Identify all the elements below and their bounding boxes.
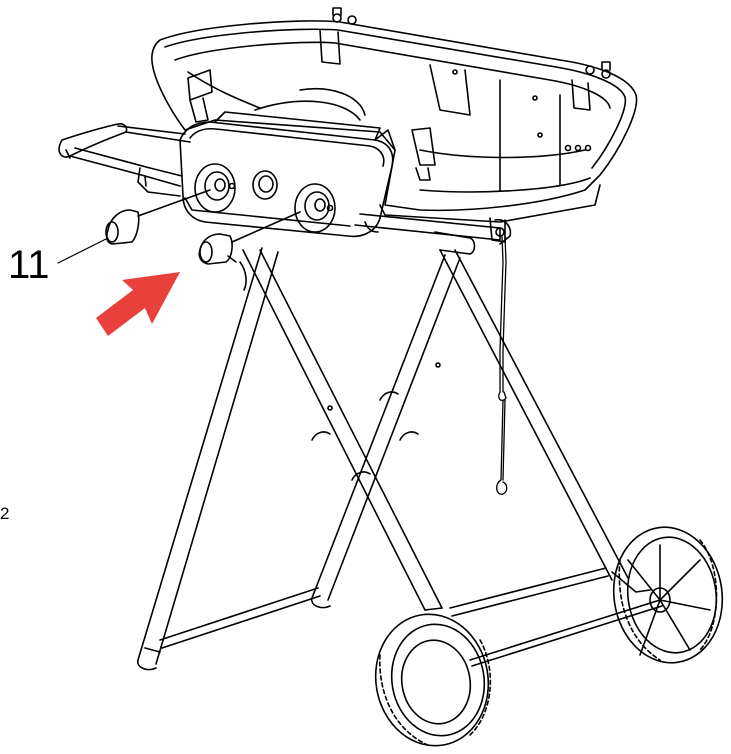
control-panel	[179, 111, 396, 238]
rear-wheel	[611, 526, 724, 664]
callout-label-11: 11	[8, 243, 50, 287]
callout-label-2: 2	[0, 504, 10, 523]
top-frame	[354, 213, 512, 255]
grill-bowl	[151, 7, 638, 243]
control-knob-installed	[198, 211, 301, 265]
callout-11-leader	[57, 237, 109, 264]
lighter-chain	[496, 235, 508, 495]
direction-arrow	[96, 272, 180, 336]
side-handle	[58, 123, 191, 197]
control-knob	[105, 189, 211, 245]
scissor-legs	[137, 247, 663, 671]
front-wheel	[374, 613, 492, 747]
